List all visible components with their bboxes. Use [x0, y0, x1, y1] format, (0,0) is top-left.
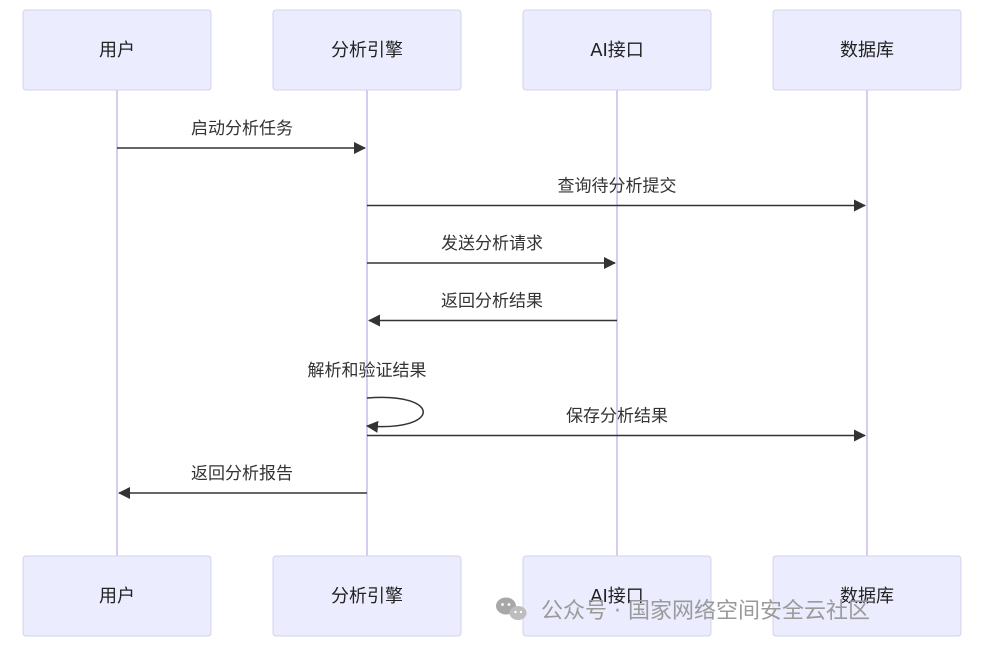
- participant-label: 分析引擎: [331, 586, 403, 607]
- message-label: 启动分析任务: [191, 119, 293, 139]
- participant-box: [22, 555, 212, 637]
- participant-db-bottom: 数据库: [772, 555, 962, 637]
- message-7: 返回分析报告: [118, 464, 367, 499]
- wechat-icon: [496, 597, 527, 620]
- participant-label: 用户: [99, 586, 135, 607]
- participant-engine-top: 分析引擎: [272, 9, 462, 91]
- participant-ai-bottom: AI接口: [522, 555, 712, 637]
- participant-label: 分析引擎: [331, 40, 403, 61]
- participant-label: AI接口: [590, 586, 644, 607]
- participant-box: [522, 9, 712, 91]
- participant-box: [772, 555, 962, 637]
- participant-label: 数据库: [840, 40, 894, 61]
- participant-user-top: 用户: [22, 9, 212, 91]
- message-label: 解析和验证结果: [308, 361, 427, 381]
- message-label: 返回分析报告: [191, 464, 293, 484]
- message-label: 返回分析结果: [441, 292, 543, 312]
- message-label: 保存分析结果: [566, 407, 668, 427]
- participant-label: 用户: [99, 40, 135, 61]
- participant-engine-bottom: 分析引擎: [272, 555, 462, 637]
- participant-user-bottom: 用户: [22, 555, 212, 637]
- participant-db-top: 数据库: [772, 9, 962, 91]
- participant-ai-top: AI接口: [522, 9, 712, 91]
- participant-label: 数据库: [840, 586, 894, 607]
- watermark: 公众号 · 国家网络空间安全云社区: [496, 597, 870, 624]
- participant-box: [772, 9, 962, 91]
- message-1: 启动分析任务: [117, 119, 366, 154]
- message-label: 发送分析请求: [441, 234, 543, 254]
- message-6: 保存分析结果: [367, 407, 866, 442]
- participant-box: [522, 555, 712, 637]
- message-4: 返回分析结果: [368, 292, 617, 327]
- participant-box: [272, 9, 462, 91]
- message-arrow: [366, 396, 424, 433]
- participant-box: [22, 9, 212, 91]
- participant-box: [272, 555, 462, 637]
- message-label: 查询待分析提交: [558, 177, 677, 197]
- watermark-text: 公众号 · 国家网络空间安全云社区: [541, 599, 870, 624]
- participant-label: AI接口: [590, 40, 644, 61]
- message-2: 查询待分析提交: [367, 177, 866, 212]
- message-5: 解析和验证结果: [308, 361, 427, 433]
- message-3: 发送分析请求: [367, 234, 616, 269]
